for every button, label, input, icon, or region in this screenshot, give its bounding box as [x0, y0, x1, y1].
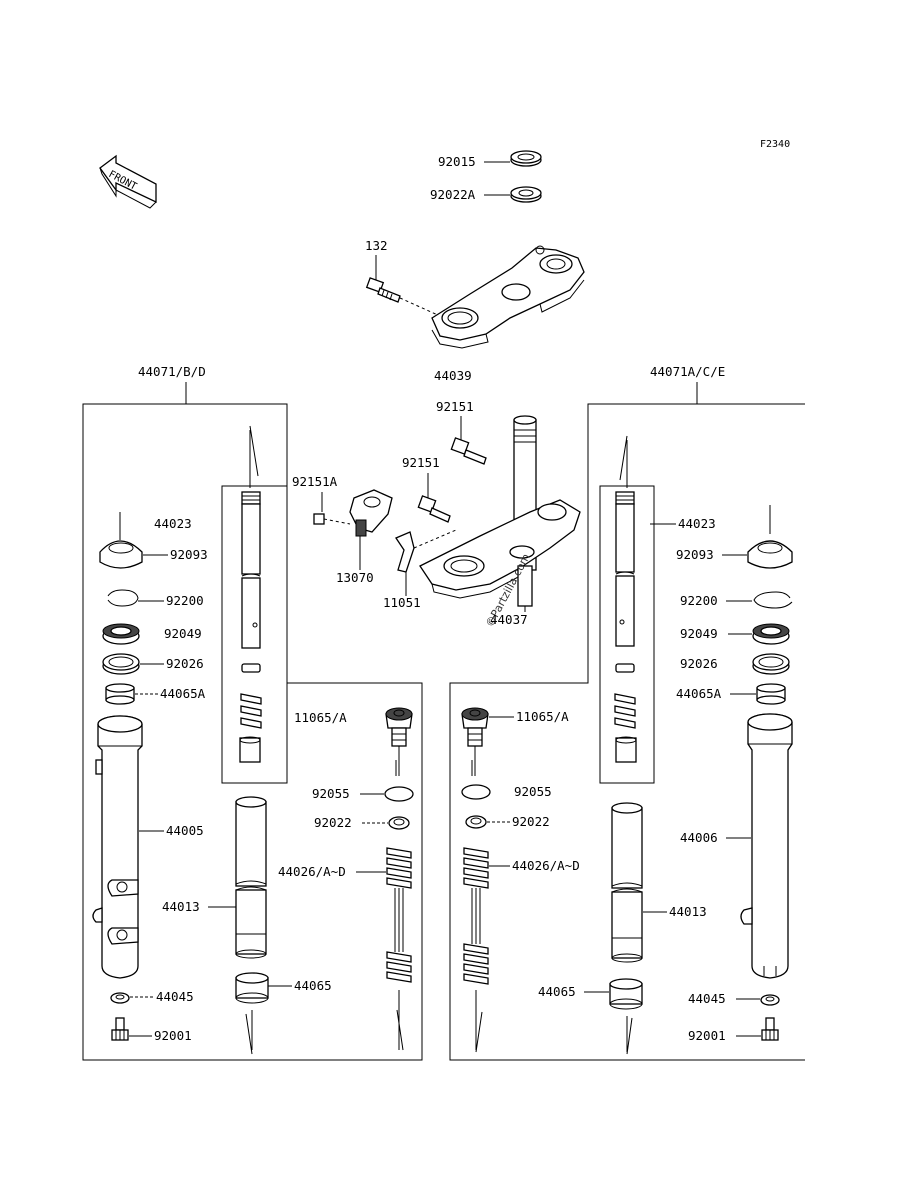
label-right-92049: 92049 [680, 626, 718, 641]
bolt-132 [365, 277, 441, 317]
left-inner-tube-44013 [235, 796, 267, 959]
label-right-92001: 92001 [688, 1028, 726, 1043]
label-right-44006: 44006 [680, 830, 718, 845]
label-44039: 44039 [434, 368, 472, 383]
left-washer-44045 [110, 992, 130, 1004]
washer-92022A [510, 186, 542, 203]
label-left-92093: 92093 [170, 547, 208, 562]
right-washer-92022 [465, 815, 487, 829]
label-right-44045: 44045 [688, 991, 726, 1006]
right-circlip-92200 [753, 591, 793, 609]
right-oil-seal-92049 [752, 623, 790, 645]
left-fork-inner-parts [239, 425, 262, 763]
label-right-44026: 44026/A~D [512, 858, 580, 873]
label-left-92200: 92200 [166, 593, 204, 608]
figure-code: F2340 [760, 139, 790, 150]
label-right-44023: 44023 [678, 516, 716, 531]
left-inner-box [221, 485, 288, 784]
right-dust-seal-92093 [747, 540, 793, 569]
right-bolt-92001 [761, 1017, 779, 1041]
right-washer-92026 [752, 653, 790, 675]
right-inner-tube-44013 [611, 802, 643, 963]
label-left-92001: 92001 [154, 1028, 192, 1043]
label-right-92026: 92026 [680, 656, 718, 671]
left-circlip-92200 [107, 589, 139, 607]
label-left-44023: 44023 [154, 516, 192, 531]
label-left-44065A: 44065A [160, 686, 206, 701]
steering-stem-44039 [419, 415, 581, 607]
label-92022A: 92022A [430, 187, 476, 202]
label-44071-b-d: 44071/B/D [138, 364, 206, 379]
left-o-ring-92055 [384, 786, 414, 802]
right-top-plug-11065 [461, 707, 489, 776]
label-right-44065A: 44065A [676, 686, 722, 701]
bolt-92151-mid [417, 495, 451, 523]
left-dust-seal-92093 [99, 540, 143, 569]
right-bushing-44065 [609, 978, 643, 1010]
left-outer-tube-44005 [92, 715, 143, 979]
label-right-92093: 92093 [676, 547, 714, 562]
front-direction-arrow: FRONT [99, 154, 157, 209]
left-oil-seal-92049 [102, 623, 140, 645]
right-washer-44045 [760, 994, 780, 1006]
left-top-plug-11065 [385, 707, 413, 776]
label-left-44013: 44013 [162, 899, 200, 914]
label-left-92026: 92026 [166, 656, 204, 671]
left-fork-assembly-box [82, 403, 423, 1061]
label-right-44065: 44065 [538, 984, 576, 999]
left-spring-44026 [386, 847, 412, 1051]
label-right-92200: 92200 [680, 593, 718, 608]
label-13070: 13070 [336, 570, 374, 585]
label-left-44005: 44005 [166, 823, 204, 838]
upper-fork-bracket [431, 245, 585, 349]
brake-hose-clamp-13070 [349, 489, 393, 537]
right-fork-assembly-box [449, 403, 805, 1061]
left-bolt-92001 [111, 1017, 129, 1041]
right-outer-tube-44006 [740, 713, 793, 979]
label-left-44026: 44026/A~D [278, 864, 346, 879]
label-right-44013: 44013 [669, 904, 707, 919]
right-spring-44026 [463, 847, 489, 1053]
label-92151-mid: 92151 [402, 455, 440, 470]
washer-92015 [510, 150, 542, 167]
label-92151A: 92151A [292, 474, 338, 489]
right-o-ring-92055 [461, 784, 491, 800]
left-washer-92022 [388, 816, 410, 830]
label-132: 132 [365, 238, 388, 253]
label-right-92022: 92022 [512, 814, 550, 829]
label-left-11065: 11065/A [294, 710, 347, 725]
left-washer-92026 [102, 653, 140, 675]
label-left-92049: 92049 [164, 626, 202, 641]
label-right-11065: 11065/A [516, 709, 569, 724]
label-92151-top: 92151 [436, 399, 474, 414]
left-bushing-44065A [105, 683, 135, 705]
label-44037: 44037 [490, 612, 528, 627]
label-right-92055: 92055 [514, 784, 552, 799]
label-left-44045: 44045 [156, 989, 194, 1004]
bolt-92151A [313, 513, 351, 525]
left-bushing-44065 [235, 972, 269, 1004]
label-left-92022: 92022 [314, 815, 352, 830]
label-left-92055: 92055 [312, 786, 350, 801]
label-11051: 11051 [383, 595, 421, 610]
right-bushing-44065A [756, 683, 786, 705]
label-left-44065: 44065 [294, 978, 332, 993]
right-fork-inner-parts [614, 435, 637, 763]
label-92015: 92015 [438, 154, 476, 169]
label-44071a-c-e: 44071A/C/E [650, 364, 725, 379]
bolt-92151-top [450, 437, 487, 465]
